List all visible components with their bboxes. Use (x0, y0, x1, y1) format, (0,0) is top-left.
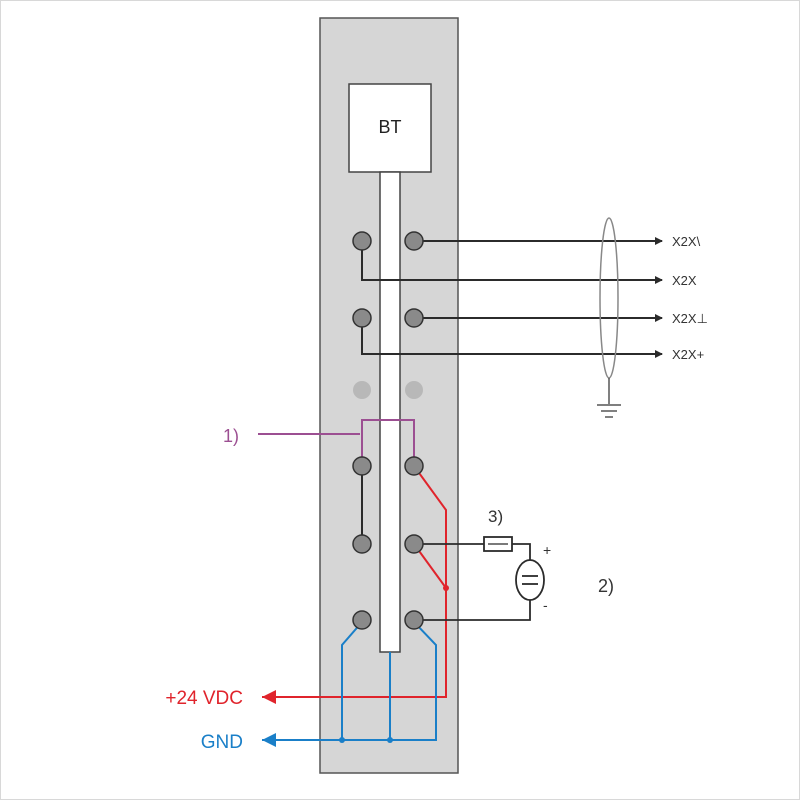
terminals (352, 231, 424, 630)
ground-icon (597, 404, 621, 418)
bt-block (348, 83, 432, 173)
output-label-3: X2X⊥ (672, 311, 708, 326)
sensor-wires (414, 543, 531, 621)
terminal-icon (352, 231, 372, 251)
sensor-minus: - (543, 597, 548, 613)
meter-icon (515, 559, 545, 601)
terminal-icon (352, 534, 372, 554)
terminal-icon (352, 610, 372, 630)
terminal-icon (404, 534, 424, 554)
terminal-icon (404, 231, 424, 251)
output-label-2: X2X (672, 273, 697, 288)
center-strip (379, 171, 401, 653)
output-label-1: X2X\ (672, 234, 701, 249)
supply-positive-label: +24 VDC (165, 688, 243, 709)
terminal-icon (352, 456, 372, 476)
supply-ground-label: GND (201, 732, 243, 753)
bt-label: BT (378, 117, 401, 137)
jumper-wire (258, 419, 415, 466)
terminal-inactive-icon (353, 381, 371, 399)
output-label-4: X2X+ (672, 347, 704, 362)
terminal-icon (352, 308, 372, 328)
sensor-plus: + (543, 542, 551, 558)
callout-2: 2) (598, 576, 614, 596)
terminal-icon (404, 456, 424, 476)
signal-wires (361, 237, 663, 358)
callout-3: 3) (488, 507, 503, 526)
callout-1: 1) (223, 426, 239, 446)
terminal-inactive-icon (405, 381, 423, 399)
terminal-icon (404, 308, 424, 328)
terminal-icon (404, 610, 424, 630)
